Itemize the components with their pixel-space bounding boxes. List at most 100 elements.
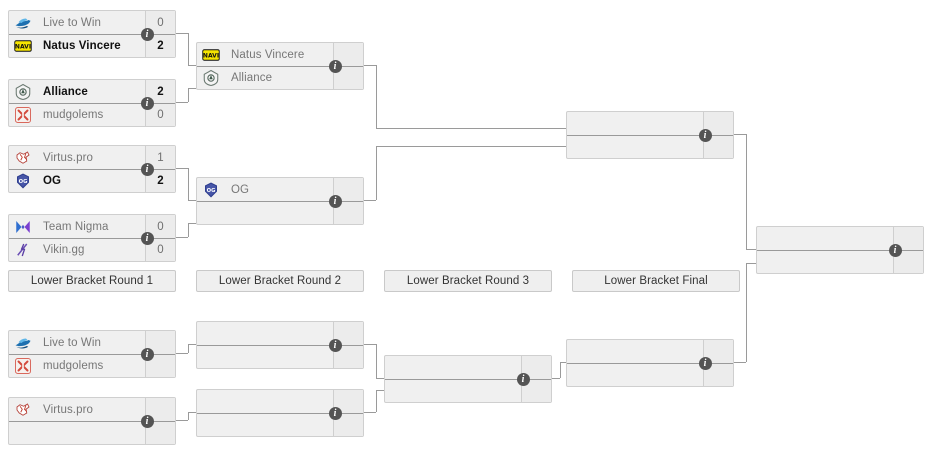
match-info-icon[interactable]: i [140, 414, 154, 428]
team-score [521, 356, 551, 379]
team-logo-live-to-win-icon [9, 331, 37, 354]
match-info-icon[interactable]: i [516, 372, 530, 386]
round-label-lbr1[interactable]: Lower Bracket Round 1 [8, 270, 176, 292]
team-logo-team-nigma-icon [9, 215, 37, 238]
team-logo-vikin-gg-icon [9, 239, 37, 262]
team-name: Alliance [231, 72, 273, 84]
team-logo-placeholder-icon [757, 227, 785, 250]
match-participant-row-top[interactable]: Virtus.pro [9, 398, 175, 421]
bracket-connector-line [376, 128, 566, 129]
team-logo-og-icon: OG [197, 178, 225, 201]
svg-text:OG: OG [19, 179, 28, 185]
match-info-icon[interactable]: i [328, 338, 342, 352]
match-box[interactable]: i [756, 226, 924, 274]
match-info-icon[interactable]: i [140, 96, 154, 110]
match-participant-row-bottom[interactable] [757, 250, 923, 273]
match-box[interactable]: i [196, 321, 364, 369]
team-score [333, 322, 363, 345]
bracket-connector-line [188, 88, 189, 102]
team-score: 2 [145, 80, 175, 103]
bracket-connector-line [176, 168, 188, 169]
match-participant-row-top[interactable] [567, 112, 733, 135]
round-label-lbf[interactable]: Lower Bracket Final [572, 270, 740, 292]
match-participant-row-bottom[interactable] [567, 135, 733, 158]
bracket-connector-line [188, 344, 189, 353]
bracket-connector-line [376, 390, 384, 391]
match-info-icon[interactable]: i [328, 194, 342, 208]
match-participant-row-top[interactable] [197, 322, 363, 345]
match-participant-row-top[interactable] [757, 227, 923, 250]
match-box[interactable]: i [384, 355, 552, 403]
team-score [333, 346, 363, 368]
bracket-connector-line [176, 102, 188, 103]
team-score [145, 422, 175, 444]
svg-text:NAVI: NAVI [15, 44, 31, 51]
team-name: Live to Win [43, 16, 101, 29]
match-participant-row-top[interactable] [197, 390, 363, 413]
match-participant-row-top[interactable] [385, 356, 551, 379]
match-box[interactable]: i [196, 389, 364, 437]
team-logo-alliance-icon [197, 67, 225, 90]
match-info-icon[interactable]: i [888, 243, 902, 257]
team-logo-placeholder-icon [9, 422, 37, 445]
match-info-icon[interactable]: i [140, 27, 154, 41]
bracket-connector-line [188, 200, 196, 201]
team-logo-placeholder-icon [757, 251, 785, 274]
match-info-icon[interactable]: i [328, 406, 342, 420]
match-participant-row-bottom[interactable] [197, 201, 363, 224]
bracket-connector-line [364, 412, 376, 413]
match-info-icon[interactable]: i [698, 356, 712, 370]
match-info-icon[interactable]: i [140, 162, 154, 176]
team-logo-natus-vincere-icon: NAVI [9, 35, 37, 58]
match-participant-row-bottom[interactable] [385, 379, 551, 402]
match-box[interactable]: i [566, 111, 734, 159]
team-score [333, 414, 363, 436]
bracket-connector-line [364, 65, 376, 66]
bracket-connector-line [376, 344, 377, 378]
match-participant-row-bottom[interactable]: Alliance [197, 66, 363, 89]
match-box[interactable]: i [566, 339, 734, 387]
round-label-lbr3[interactable]: Lower Bracket Round 3 [384, 270, 552, 292]
team-logo-placeholder-icon [197, 346, 225, 369]
match-info-icon[interactable]: i [140, 347, 154, 361]
match-participant-row-bottom[interactable] [9, 421, 175, 444]
match-info-icon[interactable]: i [328, 59, 342, 73]
bracket-connector-line [188, 65, 196, 66]
bracket-connector-line [188, 223, 196, 224]
team-logo-placeholder-icon [385, 356, 413, 379]
bracket-connector-line [188, 33, 189, 65]
match-info-icon[interactable]: i [140, 231, 154, 245]
team-score [703, 364, 733, 386]
match-info-icon[interactable]: i [698, 128, 712, 142]
team-score [333, 390, 363, 413]
match-participant-row-top[interactable]: Live to Win [9, 331, 175, 354]
bracket-connector-line [746, 134, 747, 249]
bracket-connector-line [188, 168, 189, 200]
match-participant-row-top[interactable] [567, 340, 733, 363]
team-name: Virtus.pro [43, 151, 94, 164]
match-participant-row-bottom[interactable]: mudgolems [9, 354, 175, 377]
match-participant-row-bottom[interactable] [197, 413, 363, 436]
team-logo-natus-vincere-icon: NAVI [197, 43, 225, 66]
round-label-lbr2[interactable]: Lower Bracket Round 2 [196, 270, 364, 292]
match-participant-row-bottom[interactable] [197, 345, 363, 368]
match-participant-row-bottom[interactable] [567, 363, 733, 386]
